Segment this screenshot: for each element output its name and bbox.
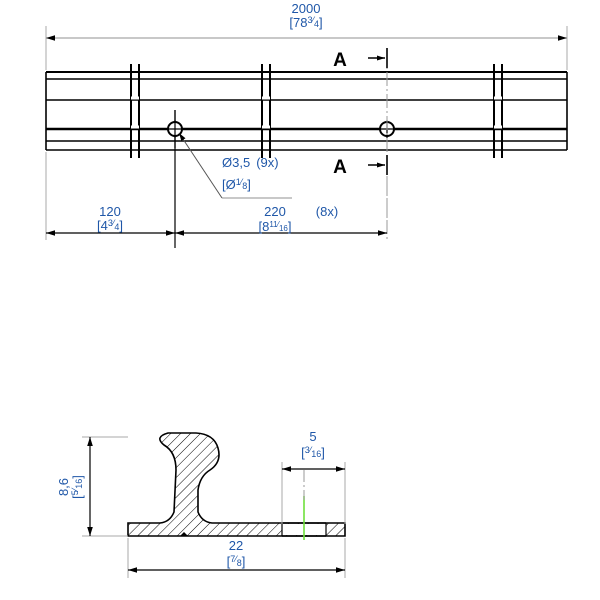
first-hole-offset-dimension: 120 [43⁄4] xyxy=(46,204,175,236)
overall-imp-den: 4 xyxy=(314,19,319,29)
hole-count: (9x) xyxy=(256,155,278,170)
slot-width-dimension: 5 [3⁄16] xyxy=(281,429,346,524)
overall-length-metric: 2000 xyxy=(292,1,321,16)
offset-metric: 120 xyxy=(99,204,121,219)
slot-width-imperial: [3⁄16] xyxy=(301,445,325,460)
base-width-dimension: 22 [7⁄8] xyxy=(127,538,346,578)
overall-length-dimension: 2000 [783⁄4] xyxy=(45,1,568,70)
base-centre-notch xyxy=(180,532,188,536)
section-letter-bottom: A xyxy=(333,157,347,178)
section-height-dimension: 8,6 [5⁄16] xyxy=(56,436,128,537)
height-imperial: [5⁄16] xyxy=(70,475,85,499)
slot-width-metric: 5 xyxy=(309,429,316,444)
break-line-right xyxy=(493,64,503,158)
base-width-imperial: [7⁄8] xyxy=(227,554,246,569)
offset-imperial: [43⁄4] xyxy=(97,218,123,233)
break-line-middle xyxy=(261,64,271,158)
rail-section-outline xyxy=(127,432,346,537)
break-line-left xyxy=(130,64,140,158)
hole-diameter-metric: Ø3,5(9x) xyxy=(222,155,279,170)
overall-length-imperial: [783⁄4] xyxy=(289,15,322,30)
section-letter-top: A xyxy=(333,50,347,71)
hole-callout-text: Ø3,5(9x) [Ø1⁄8] xyxy=(222,155,279,192)
section-marker-bottom: A xyxy=(333,155,388,178)
hole-pitch-dimension: 220 (8x) [811⁄16] xyxy=(175,204,387,236)
rail-plan-view xyxy=(45,71,568,151)
pitch-count: (8x) xyxy=(316,204,338,219)
pitch-imperial: [811⁄16] xyxy=(258,219,291,234)
base-width-metric: 22 xyxy=(229,538,243,553)
hole-diameter-imperial: [Ø1⁄8] xyxy=(222,177,251,192)
hole-callout-leader xyxy=(178,132,292,199)
overall-imp-num: 3 xyxy=(307,15,312,25)
section-marker-top: A xyxy=(333,48,388,71)
overall-imp-whole: 78 xyxy=(293,15,307,30)
height-metric: 8,6 xyxy=(56,478,71,496)
pitch-metric: 220 xyxy=(264,204,286,219)
hole-symbol-left xyxy=(162,110,188,148)
